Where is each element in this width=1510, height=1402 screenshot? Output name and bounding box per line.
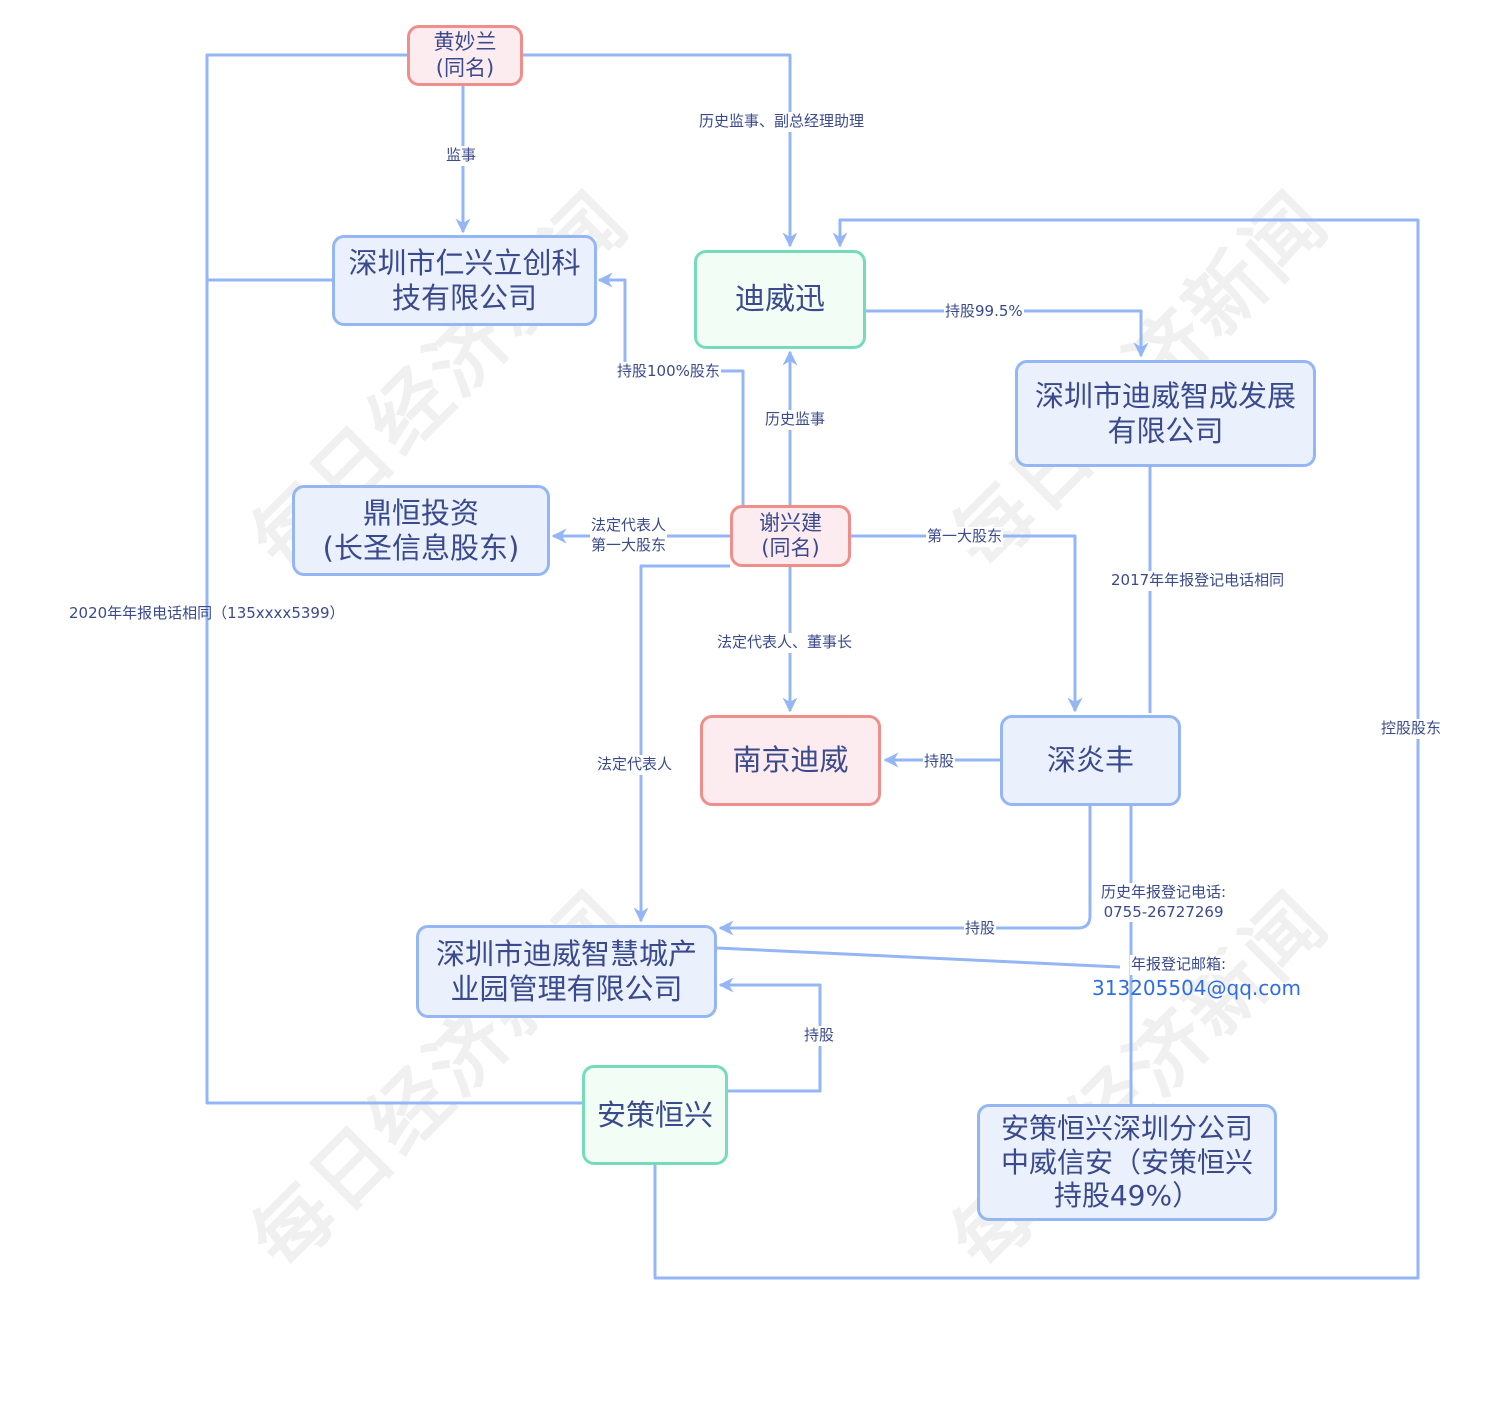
label-legal-rep: 法定代表人 <box>596 755 674 775</box>
node-dingheng[interactable]: 鼎恒投资 (长圣信息股东) <box>292 485 550 576</box>
node-diwei-smartcity[interactable]: 深圳市迪威智慧城产 业园管理有限公司 <box>416 925 717 1018</box>
edge-xie-to-shenyanfeng <box>851 534 1083 713</box>
label-hist-supervisor: 历史监事 <box>764 410 827 430</box>
label-top-shareholder: 第一大股东 <box>926 527 1004 547</box>
node-nanjing-diwei[interactable]: 南京迪威 <box>700 715 881 806</box>
node-xie-xingjian[interactable]: 谢兴建 (同名) <box>730 505 851 567</box>
label-hist-supervisor-assistant: 历史监事、副总经理助理 <box>698 112 866 132</box>
label-supervisor: 监事 <box>445 146 478 166</box>
edge-smartcity-to-email <box>716 946 1121 969</box>
label-phone-2017: 2017年年报登记电话相同 <box>1110 571 1286 591</box>
node-ance-shenzhen-branch[interactable]: 安策恒兴深圳分公司 中威信安（安策恒兴 持股49%） <box>977 1104 1277 1221</box>
node-diweixun[interactable]: 迪威迅 <box>694 250 866 349</box>
label-email-caption: 年报登记邮箱: <box>1130 955 1228 975</box>
label-phone-2020: 2020年年报电话相同（135xxxx5399） <box>69 604 345 622</box>
node-renxing-lichuang[interactable]: 深圳市仁兴立创科 技有限公司 <box>332 235 597 326</box>
label-holding-smartcity: 持股 <box>964 919 997 939</box>
node-shenyanfeng[interactable]: 深炎丰 <box>1000 715 1181 806</box>
edge-shenyanfeng-to-smartcity <box>718 806 1092 936</box>
edge-huang-to-diweixun <box>523 53 798 248</box>
node-ance-hengxing[interactable]: 安策恒兴 <box>582 1065 728 1165</box>
label-holding-nanjing: 持股 <box>923 752 956 772</box>
label-email-value[interactable]: 313205504@qq.com <box>1092 976 1301 1000</box>
label-legal-rep-chairman: 法定代表人、董事长 <box>716 633 854 653</box>
label-legal-rep-top-shareholder: 法定代表人 第一大股东 <box>590 516 668 555</box>
edge-ance-to-diweixun <box>653 218 1420 1280</box>
label-controlling-shareholder: 控股股东 <box>1380 719 1443 739</box>
label-holding-99-5: 持股99.5% <box>944 302 1024 322</box>
label-holding-100: 持股100%股东 <box>616 362 721 382</box>
label-holding-ance: 持股 <box>803 1026 836 1046</box>
edge-xie-to-smartcity <box>633 564 730 923</box>
node-diwei-zhicheng[interactable]: 深圳市迪威智成发展 有限公司 <box>1015 360 1316 467</box>
node-huang-miaolan[interactable]: 黄妙兰 (同名) <box>407 25 523 86</box>
label-hist-phone: 历史年报登记电话: 0755-26727269 <box>1100 883 1228 922</box>
edge-huang-to-ance-phone <box>205 53 582 1105</box>
